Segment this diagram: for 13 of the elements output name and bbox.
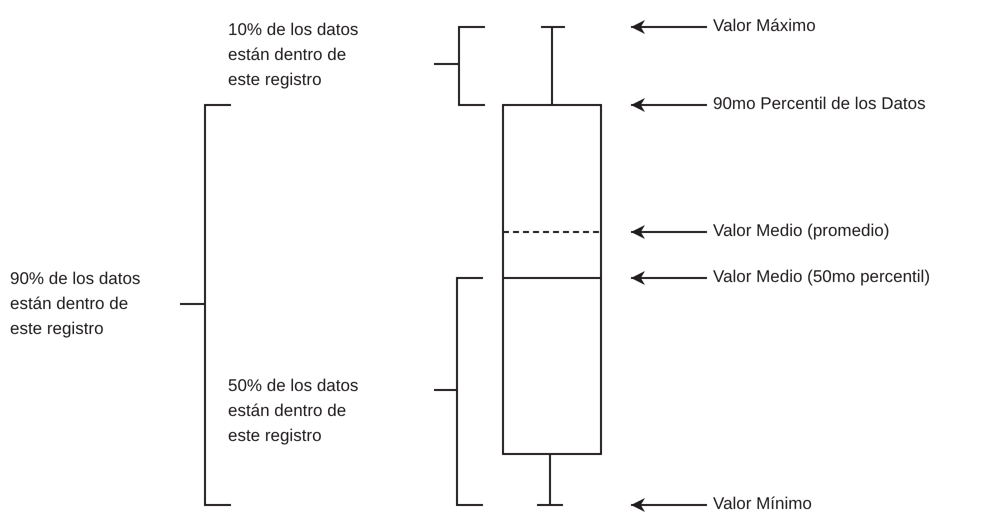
annotation-text: Valor Medio (promedio) — [713, 218, 890, 244]
arrow — [631, 498, 707, 512]
arrow — [631, 98, 707, 112]
annotation-text: 10% de los datos están dentro de este registro — [228, 19, 360, 91]
arrow — [631, 225, 707, 239]
annotation-text: Valor Mínimo — [713, 491, 812, 517]
arrow — [631, 20, 707, 34]
arrow — [631, 271, 707, 285]
annotation-text: 50% de los datos están dentro de este registro — [228, 375, 360, 447]
annotation-text: 90mo Percentil de los Datos — [713, 91, 926, 117]
annotation-text: Valor Medio (50mo percentil) — [713, 264, 930, 290]
annotation-text: Valor Máximo — [713, 13, 816, 39]
annotation-text: 90% de los datos están dentro de este registro — [10, 268, 142, 340]
